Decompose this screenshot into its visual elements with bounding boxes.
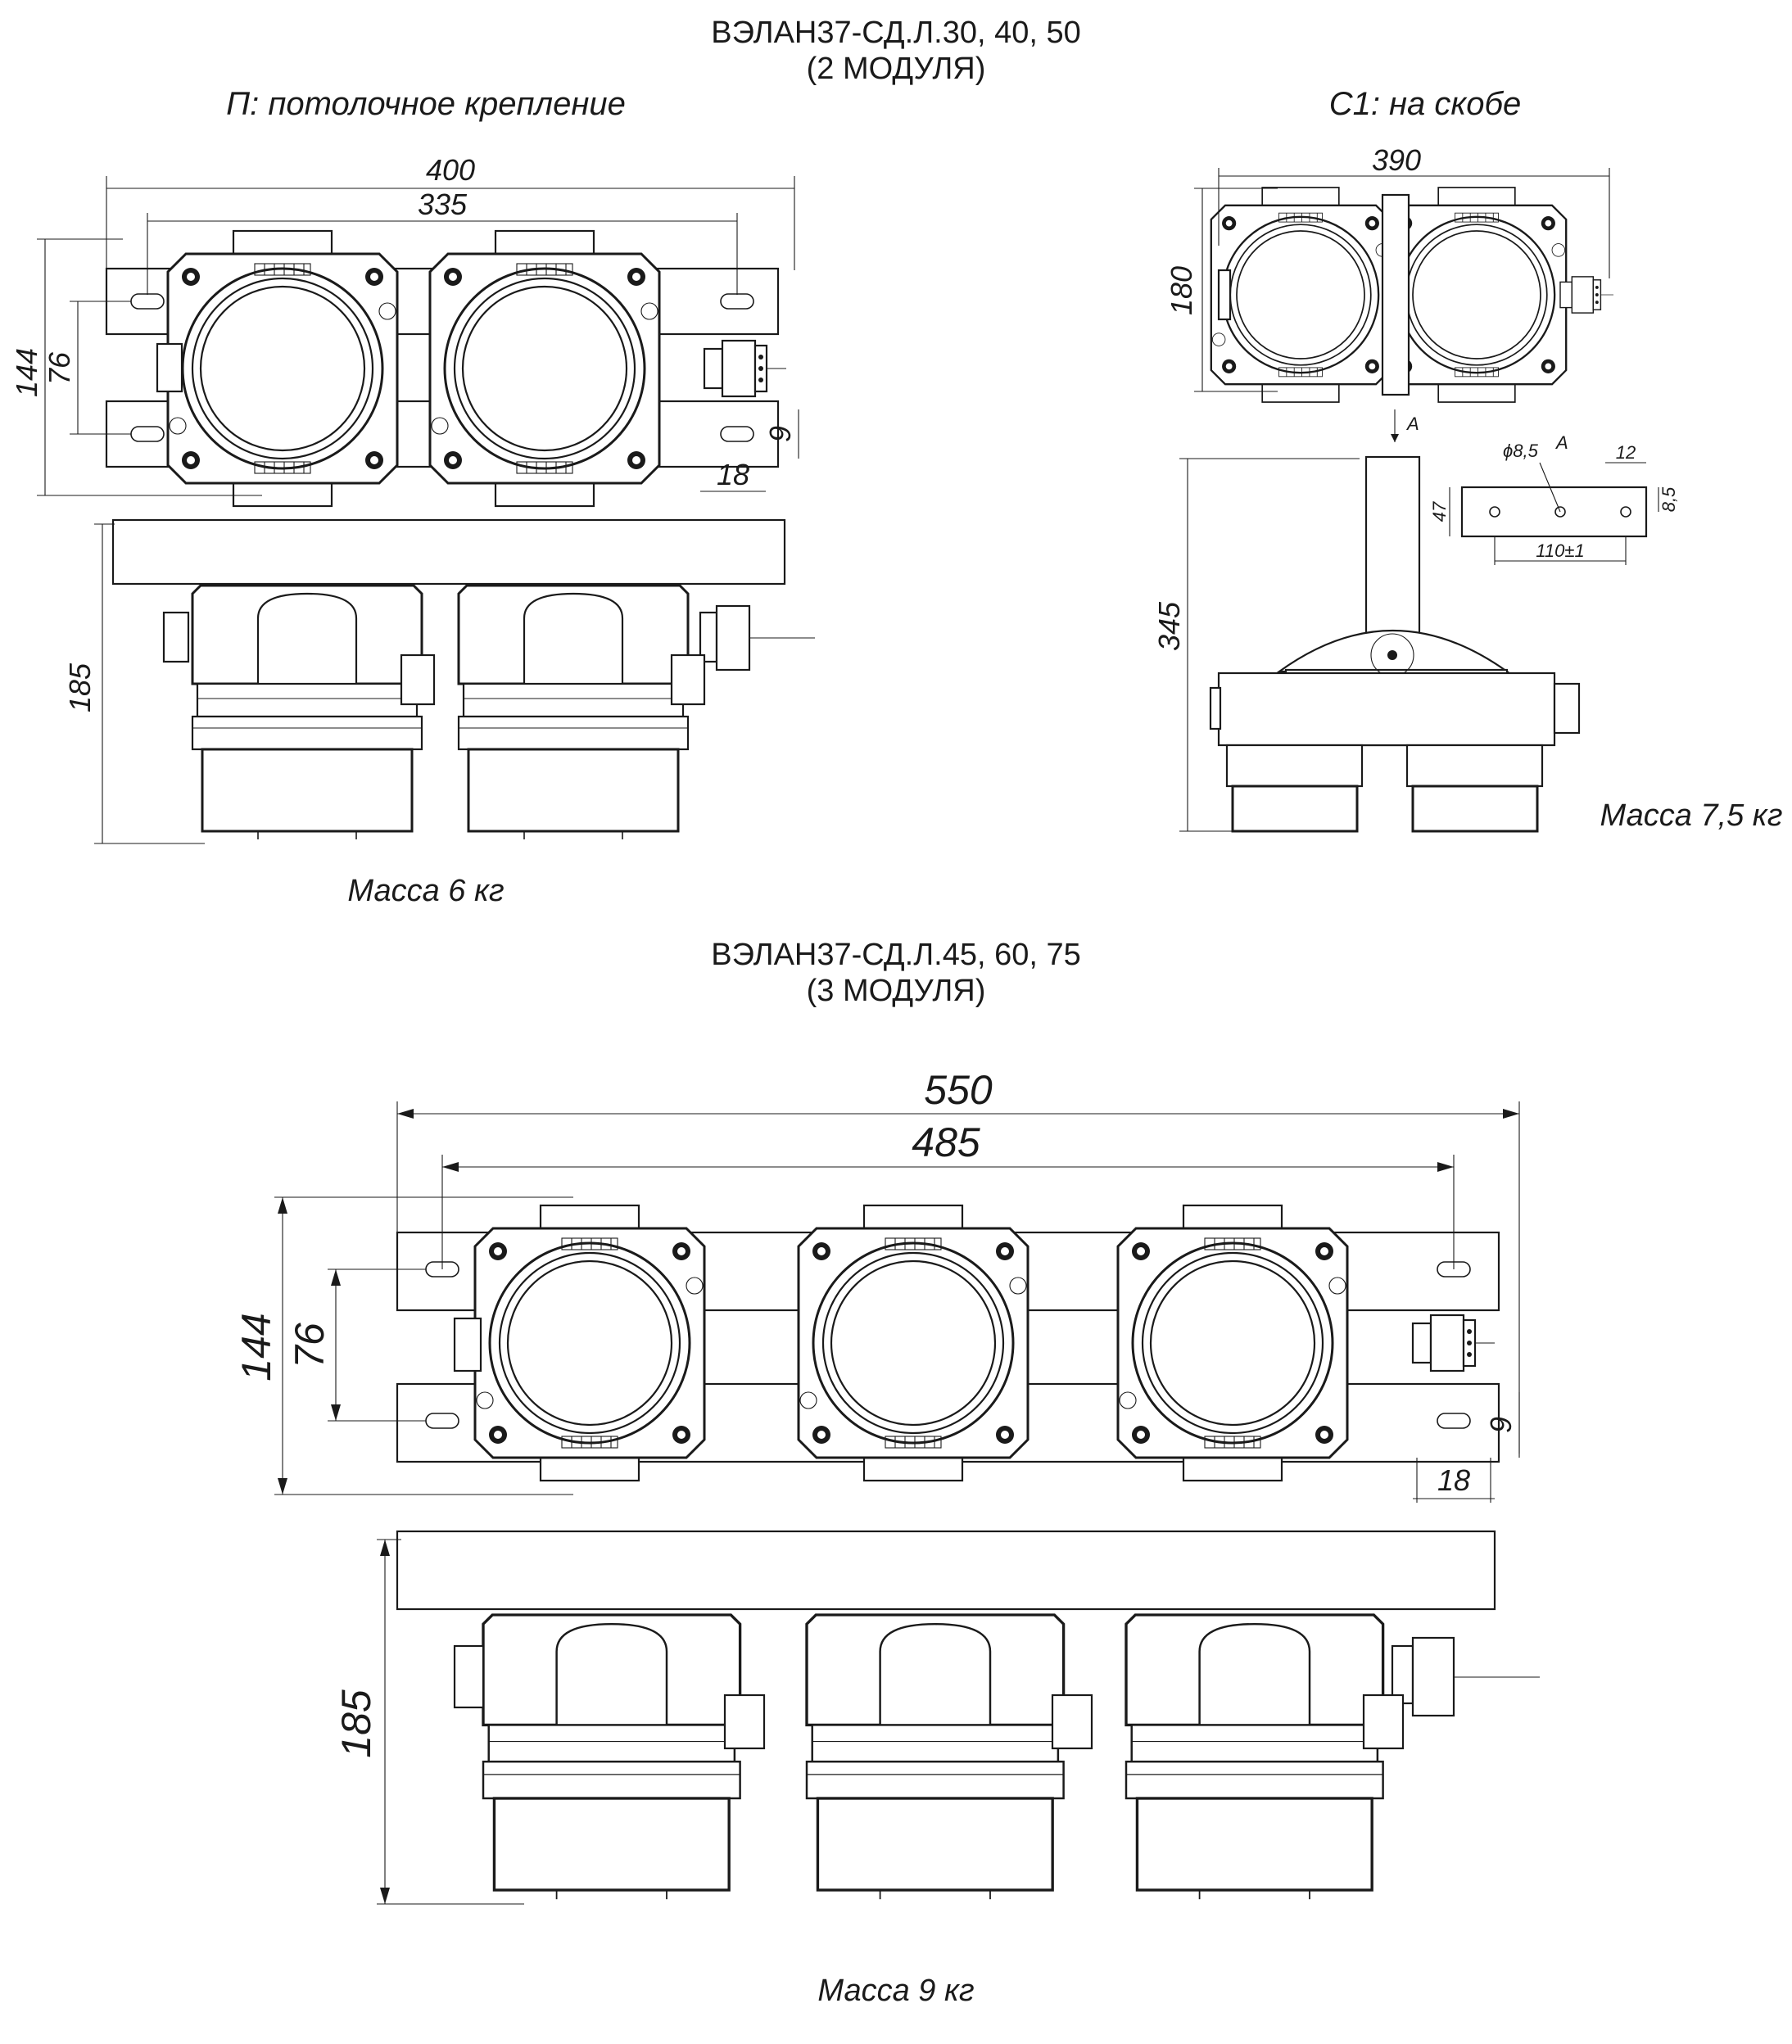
bottom-title-line1: ВЭЛАН37-СД.Л.45, 60, 75 — [711, 938, 1080, 972]
dim-bracket-height: 180 — [1165, 266, 1198, 315]
bracket-side-view: 345 — [1152, 455, 1581, 833]
dim-ceiling-holes: 335 — [418, 188, 468, 221]
ceiling-side-view: 185 — [63, 518, 815, 844]
dim-ceiling-width: 400 — [426, 153, 475, 187]
dim-ceiling-hole-height: 76 — [43, 351, 76, 385]
mass-ceiling: Масса 6 кг — [347, 874, 504, 908]
dim-ceiling-edge: 18 — [717, 458, 749, 491]
mass-bracket: Масса 7,5 кг — [1600, 798, 1783, 833]
bottom-title-line2: (3 МОДУЛЯ) — [807, 974, 986, 1008]
dim-ceiling-height: 144 — [10, 348, 43, 397]
dim-ceiling-slot: 9 — [763, 426, 797, 442]
dim-bracket-width: 390 — [1372, 143, 1421, 177]
strip-hole-dia: ϕ8,5 — [1503, 441, 1539, 461]
strip-hole-offset: 8,5 — [1659, 486, 1679, 512]
dim-three-depth: 185 — [333, 1689, 379, 1758]
strip-view-label: А — [1554, 432, 1568, 453]
view-ceiling-label: П: потолочное крепление — [226, 86, 626, 122]
strip-hole-spacing: 110±1 — [1536, 540, 1584, 561]
dim-three-width: 550 — [924, 1067, 993, 1113]
dim-three-height: 144 — [233, 1313, 279, 1381]
three-module-side-view: 185 — [333, 1530, 1540, 1905]
dim-ceiling-depth: 185 — [63, 662, 97, 712]
dim-bracket-345: 345 — [1152, 601, 1186, 651]
top-title-line1: ВЭЛАН37-СД.Л.30, 40, 50 — [711, 16, 1080, 50]
dim-three-slot: 9 — [1484, 1417, 1518, 1433]
three-module-front-view: 550 485 144 76 9 18 — [233, 1067, 1520, 1503]
ceiling-front-view: 400 335 144 76 9 18 — [10, 153, 799, 508]
bracket-view-label: А — [1405, 414, 1419, 434]
strip-height: 47 — [1429, 501, 1450, 522]
bracket-front-view: 390 180 А — [1165, 143, 1614, 442]
view-bracket-label: С1: на скобе — [1329, 86, 1522, 122]
mass-three: Масса 9 кг — [817, 1974, 974, 2008]
bracket-strip-detail: ϕ8,5 А 12 47 8,5 110±1 — [1429, 432, 1679, 565]
strip-edge: 12 — [1616, 442, 1636, 463]
dim-three-edge: 18 — [1437, 1463, 1470, 1497]
top-title-line2: (2 МОДУЛЯ) — [807, 52, 986, 86]
dim-three-holes: 485 — [912, 1119, 980, 1165]
dim-three-hole-height: 76 — [287, 1323, 333, 1368]
